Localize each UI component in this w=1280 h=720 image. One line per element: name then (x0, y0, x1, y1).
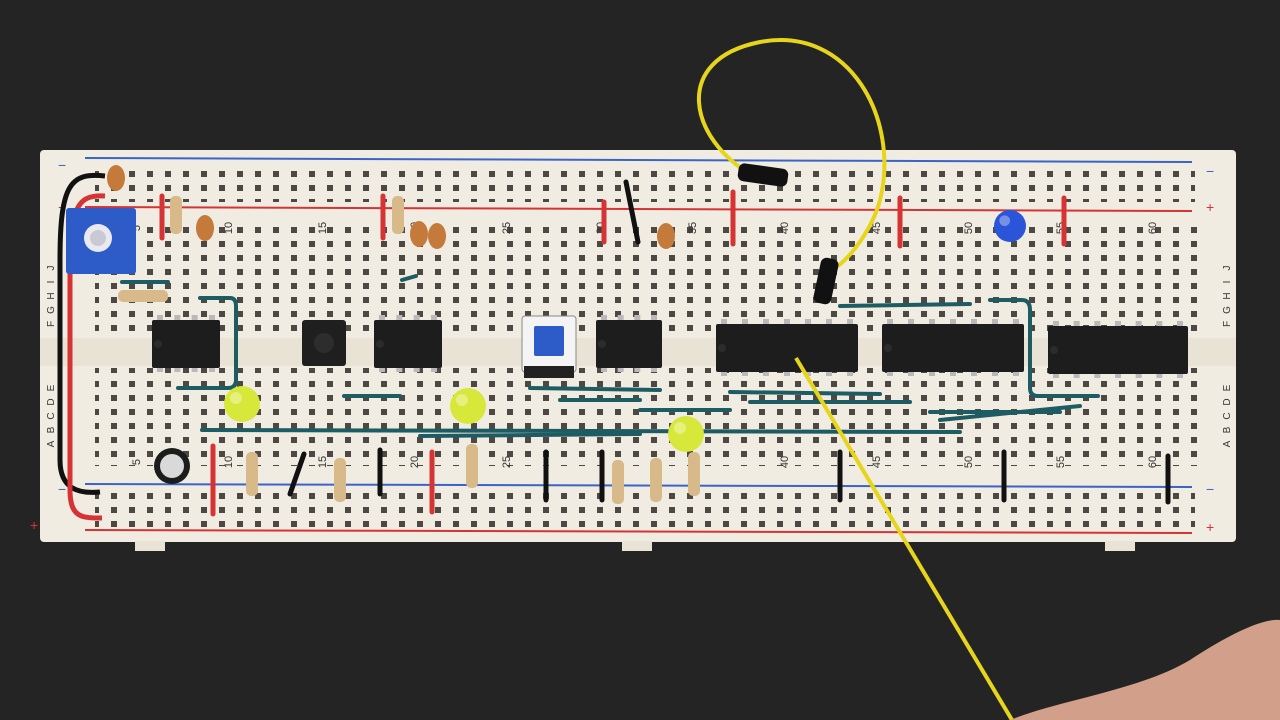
rail-minus-top-left: − (58, 157, 66, 173)
ic-chip-555-timer-c (596, 315, 662, 372)
column-number: 35 (687, 222, 699, 234)
column-number: 45 (871, 456, 883, 468)
column-number: 55 (1055, 456, 1067, 468)
rail-minus-bottom-left: − (58, 481, 66, 497)
ic-chip-logic-ic-a (716, 319, 858, 376)
column-numbers-bottom: 5 10 15 20 25 40 45 50 55 60 (131, 456, 1159, 468)
column-number: 40 (779, 456, 791, 468)
column-number: 50 (963, 456, 975, 468)
row-letter: D (46, 398, 57, 405)
resistors (118, 196, 700, 504)
column-number: 10 (223, 456, 235, 468)
row-letter: E (46, 384, 57, 391)
hand (1010, 619, 1280, 720)
row-letter: D (1222, 398, 1233, 405)
rail-minus-top-right: − (1206, 163, 1214, 179)
row-letter: F (1222, 321, 1233, 327)
column-number: 10 (223, 222, 235, 234)
row-letter: B (46, 426, 57, 433)
electrolytic-capacitor (154, 448, 190, 484)
column-number: 60 (1147, 222, 1159, 234)
row-letter: B (1222, 426, 1233, 433)
column-number: 20 (409, 456, 421, 468)
row-letter: E (1222, 384, 1233, 391)
tactile-push-button (302, 320, 346, 366)
row-letter: I (46, 281, 57, 284)
row-letter: H (46, 292, 57, 299)
column-number: 5 (131, 459, 143, 465)
led (224, 386, 260, 422)
led (668, 416, 704, 452)
row-letter: G (46, 306, 57, 314)
row-letter: J (1222, 266, 1233, 271)
led (994, 210, 1026, 242)
led (450, 388, 486, 424)
bottom-blue-rail-line (84, 483, 1193, 488)
column-number: 5 (131, 225, 143, 231)
bottom-red-rail-line (84, 529, 1193, 534)
rail-minus-bottom-right: − (1206, 481, 1214, 497)
top-blue-rail-line (84, 157, 1193, 163)
ic-chip-logic-ic-c (1048, 321, 1188, 378)
row-letter: C (46, 412, 57, 419)
ceramic-capacitors (107, 165, 675, 249)
row-letter: A (1222, 440, 1233, 447)
row-letter: J (46, 266, 57, 271)
red-power-wire (67, 193, 106, 521)
rail-plus-bottom-left: + (30, 517, 38, 533)
row-letter: I (1222, 281, 1233, 284)
column-number: 45 (871, 222, 883, 234)
rail-plus-top-right: + (1206, 199, 1214, 215)
column-number: 25 (501, 222, 513, 234)
column-number: 15 (317, 222, 329, 234)
rail-plus-bottom-right: + (1206, 519, 1214, 535)
integrated-circuits (152, 315, 1188, 378)
ic-chip-555-timer-a (152, 315, 220, 372)
row-letter: A (46, 440, 57, 447)
row-letter: H (1222, 292, 1233, 299)
trimmer-potentiometer (66, 208, 136, 274)
row-letter: F (46, 321, 57, 327)
column-number: 60 (1147, 456, 1159, 468)
column-number: 15 (317, 456, 329, 468)
blue-push-button (521, 315, 577, 378)
column-number: 40 (779, 222, 791, 234)
row-letter: C (1222, 412, 1233, 419)
column-number: 50 (963, 222, 975, 234)
short-jumpers (159, 179, 1171, 517)
column-number: 25 (501, 456, 513, 468)
ic-chip-logic-ic-b (882, 319, 1024, 376)
teal-jumper-wires (120, 274, 1100, 438)
ic-chip-555-timer-b (374, 315, 442, 372)
black-power-wire (57, 172, 106, 495)
yellow-probe-wire (697, 38, 1014, 720)
row-letter: G (1222, 306, 1233, 314)
leds (224, 210, 1026, 452)
